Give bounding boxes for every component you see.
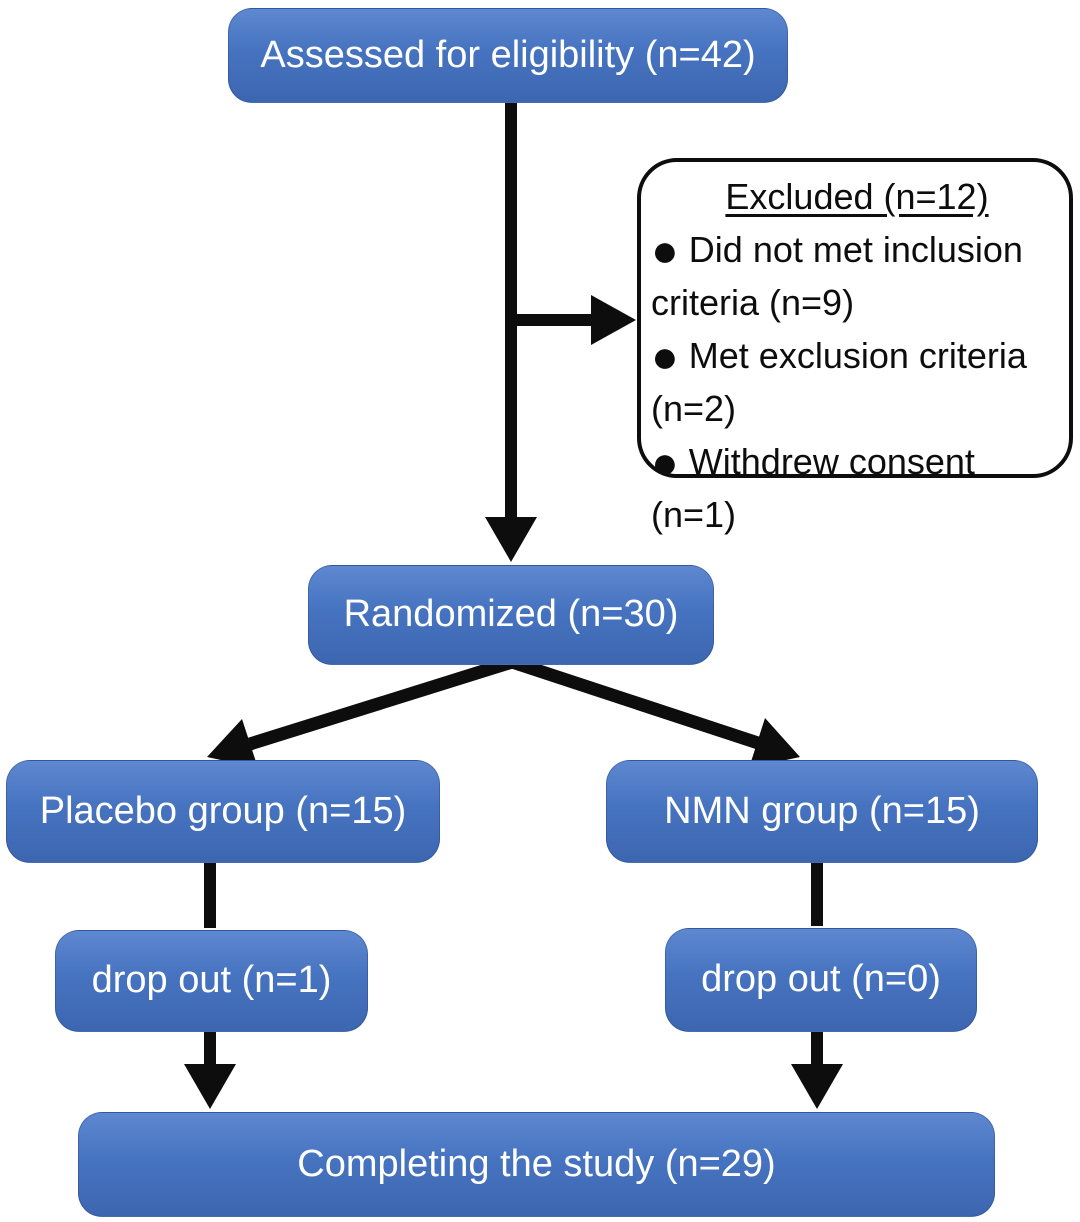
dropout-placebo-label: drop out (n=1) [91,959,332,1002]
bullet-icon: ● [651,436,679,488]
arrow-randomized-to-placebo [207,655,514,768]
assessed-eligibility-label: Assessed for eligibility (n=42) [260,33,756,76]
excluded-item: ●Did not met inclusion criteria (n=9) [651,223,1063,329]
excluded-item-label: Withdrew consent (n=1) [651,441,975,535]
completing-study-box: Completing the study (n=29) [78,1112,995,1217]
excluded-item: ●Met exclusion criteria (n=2) [651,329,1063,435]
completing-study-label: Completing the study (n=29) [297,1142,776,1185]
bullet-icon: ● [651,224,679,276]
excluded-item: ●Withdrew consent (n=1) [651,435,1063,541]
placebo-group-label: Placebo group (n=15) [39,789,407,832]
excluded-item-label: Did not met inclusion criteria (n=9) [651,229,1023,323]
randomized-label: Randomized (n=30) [343,593,679,636]
excluded-title: Excluded (n=12) [725,176,989,217]
dropout-nmn-box: drop out (n=0) [665,928,977,1032]
assessed-eligibility-box: Assessed for eligibility (n=42) [228,8,788,103]
excluded-item-label: Met exclusion criteria (n=2) [651,335,1027,429]
bullet-icon: ● [651,330,679,382]
randomized-box: Randomized (n=30) [308,565,714,665]
arrow-assessed-to-randomized [485,102,537,562]
arrow-placebo-to-completing [184,862,236,1109]
dropout-placebo-box: drop out (n=1) [55,930,368,1032]
arrow-nmn-to-completing [791,862,843,1109]
arrow-randomized-to-nmn [509,655,800,768]
placebo-group-box: Placebo group (n=15) [6,760,440,863]
dropout-nmn-label: drop out (n=0) [701,958,941,1001]
nmn-group-box: NMN group (n=15) [606,760,1038,863]
nmn-group-label: NMN group (n=15) [664,789,980,832]
arrow-branch-to-excluded [505,295,636,345]
excluded-box: Excluded (n=12) ●Did not met inclusion c… [637,158,1073,535]
